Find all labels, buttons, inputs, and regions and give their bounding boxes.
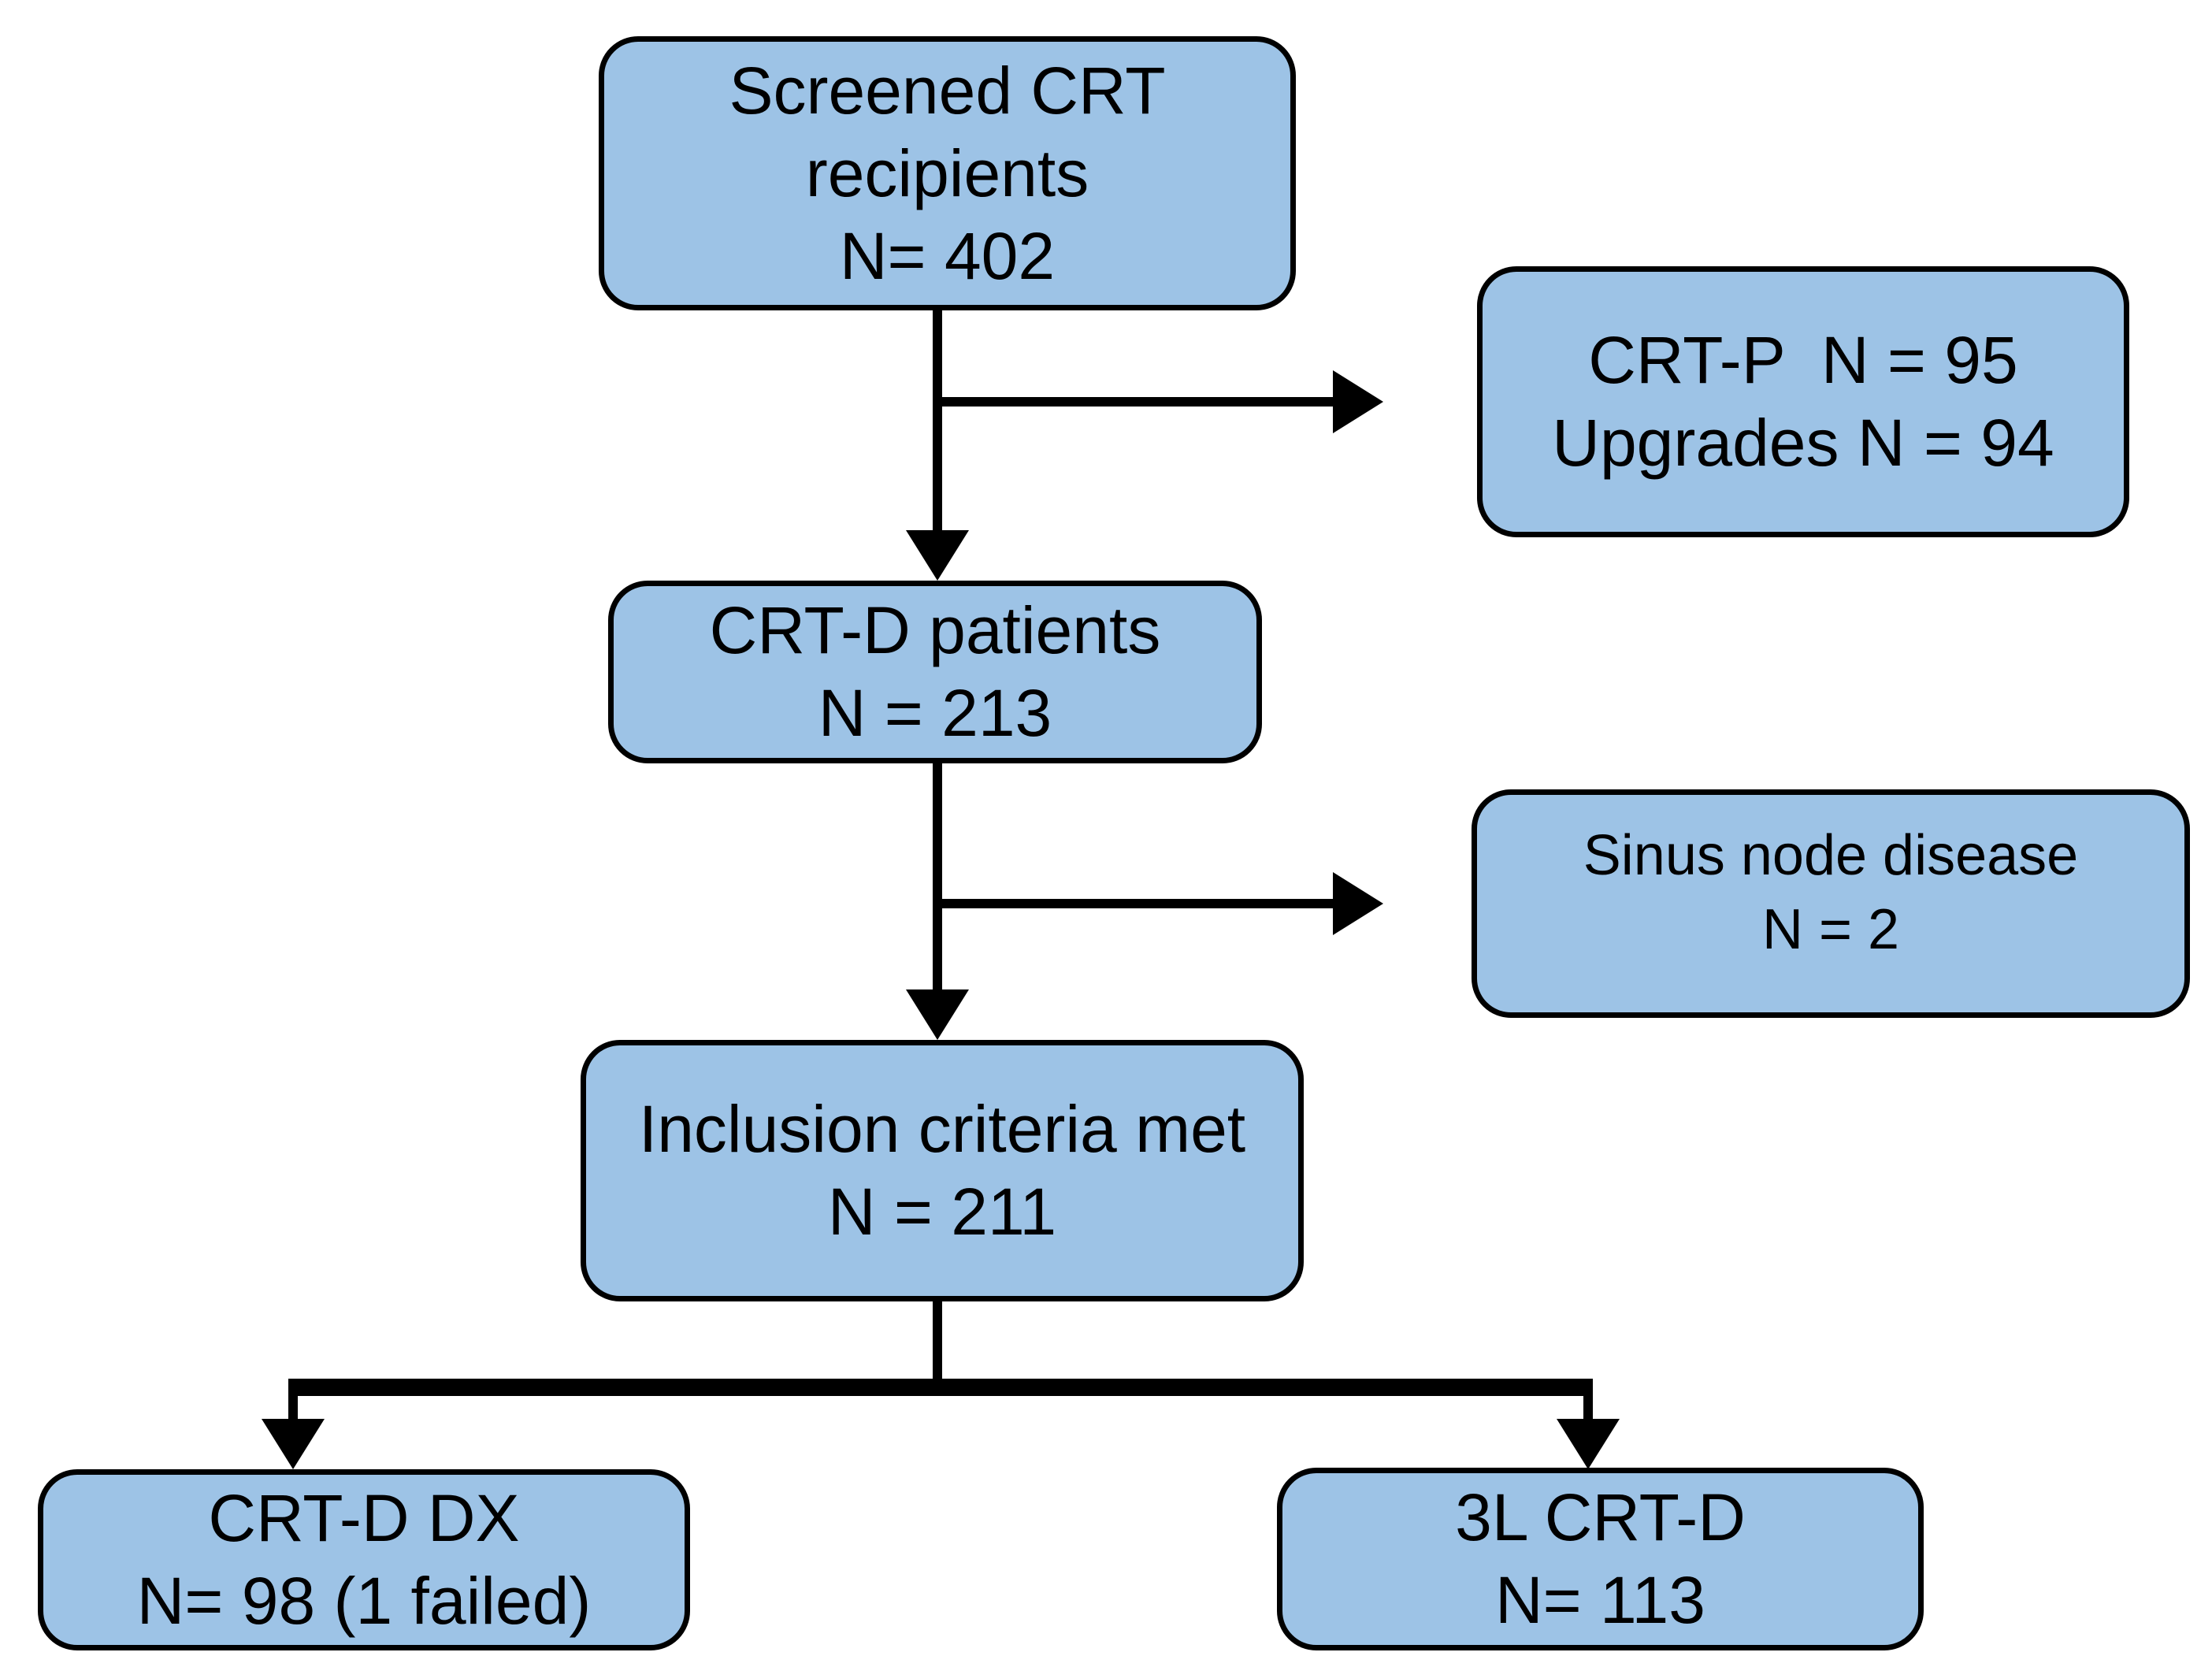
node-crtd-dx: CRT-D DX N= 98 (1 failed) — [38, 1469, 690, 1650]
connector-branch-to-crtp — [937, 397, 1333, 407]
node-inclusion-criteria-met: Inclusion criteria met N = 211 — [581, 1040, 1304, 1301]
screened-text-line-2: recipients — [805, 136, 1089, 210]
crtp-text-line-1: CRT-P N = 95 — [1588, 323, 2018, 397]
arrowhead-into-crtp — [1333, 370, 1383, 433]
node-screened-crt-recipients: Screened CRT recipients N= 402 — [599, 36, 1296, 310]
node-sinus-node-disease: Sinus node disease N = 2 — [1472, 789, 2190, 1018]
inclusion-text-line-1: Inclusion criteria met — [638, 1092, 1246, 1166]
connector-split-to-crtd-dx — [288, 1396, 298, 1424]
3l-crtd-text-line-2: N= 113 — [1495, 1563, 1705, 1637]
crtd-patients-text-line-2: N = 213 — [818, 676, 1052, 750]
connector-split-to-3l-crtd — [1583, 1396, 1593, 1424]
crtd-dx-text-line-2: N= 98 (1 failed) — [136, 1564, 592, 1638]
arrowhead-into-inclusion — [906, 989, 969, 1040]
arrowhead-into-sinus — [1333, 872, 1383, 935]
splitter-bar — [288, 1379, 1593, 1396]
crtd-dx-text-line-1: CRT-D DX — [208, 1481, 520, 1555]
inclusion-text-line-2: N = 211 — [827, 1175, 1057, 1249]
node-crtd-patients: CRT-D patients N = 213 — [608, 581, 1262, 763]
arrowhead-into-crtd-dx — [262, 1419, 325, 1469]
sinus-text-line-1: Sinus node disease — [1583, 824, 2079, 888]
screened-text-line-1: Screened CRT — [729, 53, 1166, 128]
connector-branch-to-sinus — [937, 899, 1333, 908]
arrowhead-into-crtd-patients — [906, 530, 969, 581]
connector-crtd-to-inclusion — [933, 761, 942, 991]
node-crtp-upgrades: CRT-P N = 95 Upgrades N = 94 — [1477, 266, 2129, 537]
connector-inclusion-to-splitbar — [933, 1300, 942, 1387]
3l-crtd-text-line-1: 3L CRT-D — [1455, 1480, 1746, 1554]
connector-screened-to-crtd — [933, 309, 942, 532]
crtp-text-line-2: Upgrades N = 94 — [1552, 406, 2054, 480]
sinus-text-line-2: N = 2 — [1761, 898, 1900, 961]
screened-text-line-3: N= 402 — [839, 218, 1056, 293]
arrowhead-into-3l-crtd — [1557, 1419, 1620, 1469]
crtd-patients-text-line-1: CRT-D patients — [709, 593, 1161, 667]
node-3l-crtd: 3L CRT-D N= 113 — [1277, 1468, 1924, 1650]
